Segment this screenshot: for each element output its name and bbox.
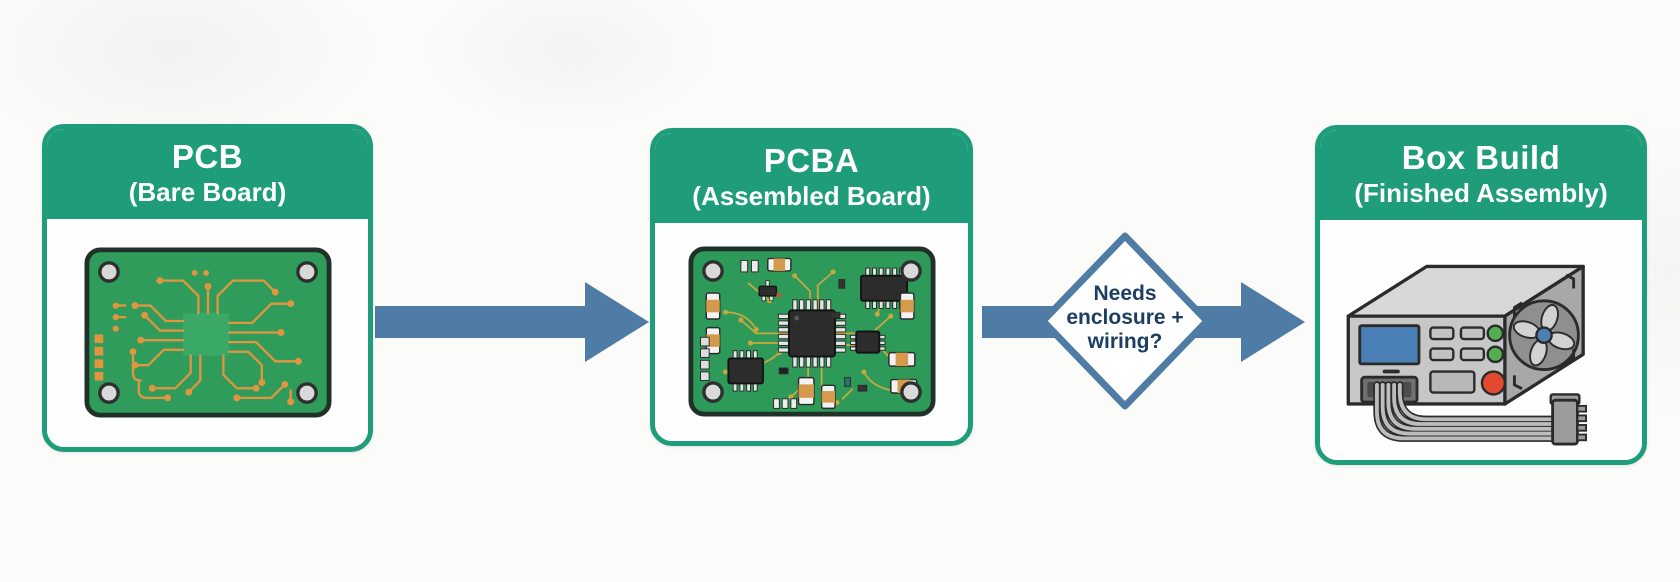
mounting-holes: [701, 260, 922, 404]
decision-text-line: enclosure +: [1066, 306, 1183, 329]
stage-card-box-build: Box Build (Finished Assembly): [1315, 125, 1647, 465]
panel-button-large: [1429, 370, 1476, 394]
copper-traces: [114, 279, 299, 404]
cable-connector: [1549, 393, 1587, 446]
mounting-holes: [97, 261, 318, 405]
card-title: PCBA: [763, 142, 860, 179]
card-body: [47, 218, 368, 447]
decision-text-line: wiring?: [1087, 330, 1163, 353]
red-button: [1480, 370, 1507, 396]
ribbon-cable: [1373, 381, 1559, 442]
card-header: PCBA (Assembled Board): [655, 133, 968, 223]
bare-pcb-icon: [83, 247, 332, 418]
assembled-pcba-icon: [687, 246, 936, 417]
panel-slot: [1382, 369, 1400, 374]
small-ic-chip: [849, 330, 886, 354]
card-title: PCB: [171, 138, 244, 175]
decision-text-line: Needs: [1093, 282, 1156, 305]
decision-diamond: [1039, 232, 1211, 410]
stage-card-pcb: PCB (Bare Board): [42, 124, 373, 452]
card-body: [1320, 219, 1642, 460]
card-subtitle: (Finished Assembly): [1354, 177, 1608, 208]
card-body: [655, 222, 968, 441]
soic-chip: [726, 350, 764, 392]
qfp-chip: [777, 299, 846, 368]
fan-icon: [1508, 273, 1580, 390]
card-subtitle: (Assembled Board): [692, 180, 931, 211]
stage-card-pcba: PCBA (Assembled Board): [650, 128, 973, 446]
flow-arrow-icon: [375, 282, 649, 362]
green-led: [1486, 324, 1505, 342]
panel-buttons: [1429, 326, 1486, 362]
capacitors: [705, 258, 917, 410]
lcd-screen: [1358, 324, 1421, 366]
card-title: Box Build: [1401, 139, 1561, 176]
small-passives: [699, 260, 867, 410]
box-build-device-icon: [1346, 264, 1587, 446]
sot-transistor: [757, 280, 781, 302]
card-header: PCB (Bare Board): [47, 129, 368, 219]
card-header: Box Build (Finished Assembly): [1320, 130, 1642, 220]
soic-chip: [859, 267, 908, 310]
green-led: [1486, 345, 1505, 363]
card-subtitle: (Bare Board): [128, 176, 287, 207]
solder-pads: [94, 270, 302, 406]
